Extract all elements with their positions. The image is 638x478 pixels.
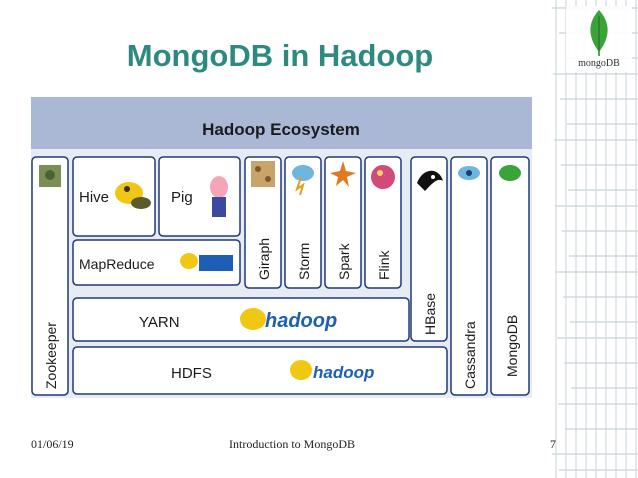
flink-column: Flink	[364, 156, 402, 289]
hadoop-elephant-logo: hadoop	[290, 360, 374, 382]
spark-column: Spark	[324, 156, 362, 289]
logo-wordmark: mongoDB	[578, 58, 620, 69]
lightning-cloud-icon	[292, 165, 314, 196]
mongodb-logo: mongoDB	[566, 6, 632, 72]
zookeeper-label: Zookeeper	[43, 322, 59, 389]
hive-box: Hive	[72, 156, 156, 237]
mongodb-column: MongoDB	[490, 156, 530, 396]
page-number: 7	[550, 437, 556, 451]
footer-date: 01/06/19	[31, 437, 74, 451]
hadoop-elephant-logo	[180, 253, 233, 271]
bee-elephant-icon	[115, 182, 151, 209]
flink-label: Flink	[376, 249, 392, 280]
pig-box: Pig	[158, 156, 241, 237]
mapreduce-label: MapReduce	[79, 256, 155, 272]
hbase-label: HBase	[422, 293, 438, 335]
diagram-header: Hadoop Ecosystem	[202, 120, 360, 139]
footer-title: Introduction to MongoDB	[229, 437, 355, 451]
hdfs-label: HDFS	[171, 365, 212, 382]
hadoop-elephant-logo: hadoop	[240, 308, 337, 332]
hive-label: Hive	[79, 189, 109, 206]
yarn-label: YARN	[139, 314, 180, 331]
pig-icon	[210, 176, 228, 217]
grid-lines	[552, 0, 638, 478]
leaf-icon	[499, 165, 521, 181]
yarn-box: YARN hadoop	[72, 297, 410, 342]
mapreduce-box: MapReduce	[72, 239, 241, 286]
squirrel-icon	[371, 165, 395, 189]
spark-label: Spark	[336, 242, 352, 280]
diagram-header-bar	[31, 97, 532, 149]
hadoop-wordmark: hadoop	[313, 363, 374, 382]
hadoop-ecosystem-diagram: Hadoop Ecosystem Zookeeper Hive Pig	[31, 97, 532, 398]
giraph-column: Giraph	[244, 156, 282, 289]
zookeeper-column: Zookeeper	[31, 156, 69, 396]
orca-icon	[417, 170, 443, 191]
storm-column: Storm	[284, 156, 322, 289]
hadoop-wordmark: hadoop	[265, 310, 337, 332]
spark-star-icon	[330, 161, 356, 187]
grid-decoration	[552, 0, 638, 478]
storm-label: Storm	[296, 243, 312, 280]
hdfs-box: HDFS hadoop	[72, 346, 448, 395]
mongodb-label: MongoDB	[504, 315, 520, 377]
cassandra-label: Cassandra	[462, 321, 478, 389]
cassandra-column: Cassandra	[450, 156, 488, 396]
slide-title: MongoDB in Hadoop	[126, 38, 434, 73]
pig-label: Pig	[171, 189, 193, 206]
giraffe-icon	[251, 161, 275, 187]
giraph-label: Giraph	[256, 238, 272, 280]
eye-icon	[458, 166, 480, 180]
zookeeper-icon	[39, 165, 61, 187]
hbase-column: HBase	[410, 156, 448, 342]
